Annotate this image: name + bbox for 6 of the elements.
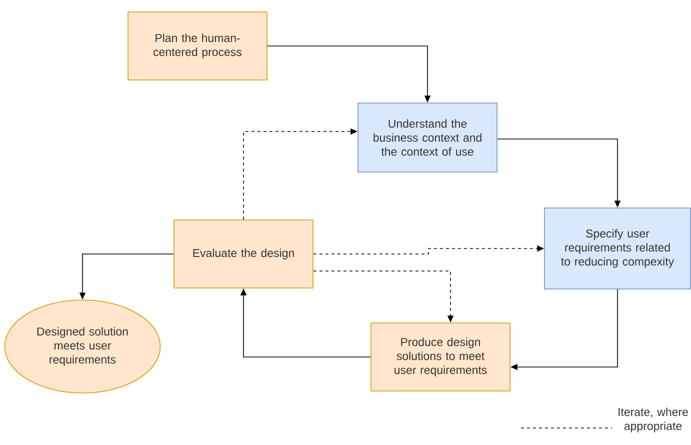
process-box: Understand the business context and the context of use (358, 102, 498, 172)
process-box: Produce design solutions to meet user requirements (370, 322, 510, 392)
process-box: Evaluate the design (174, 220, 314, 288)
process-box: Specify user requirements related to reducing compexity (544, 208, 691, 290)
process-box: Plan the human-centered process (128, 12, 268, 80)
legend-text: Iterate, where appropriate (618, 408, 688, 432)
